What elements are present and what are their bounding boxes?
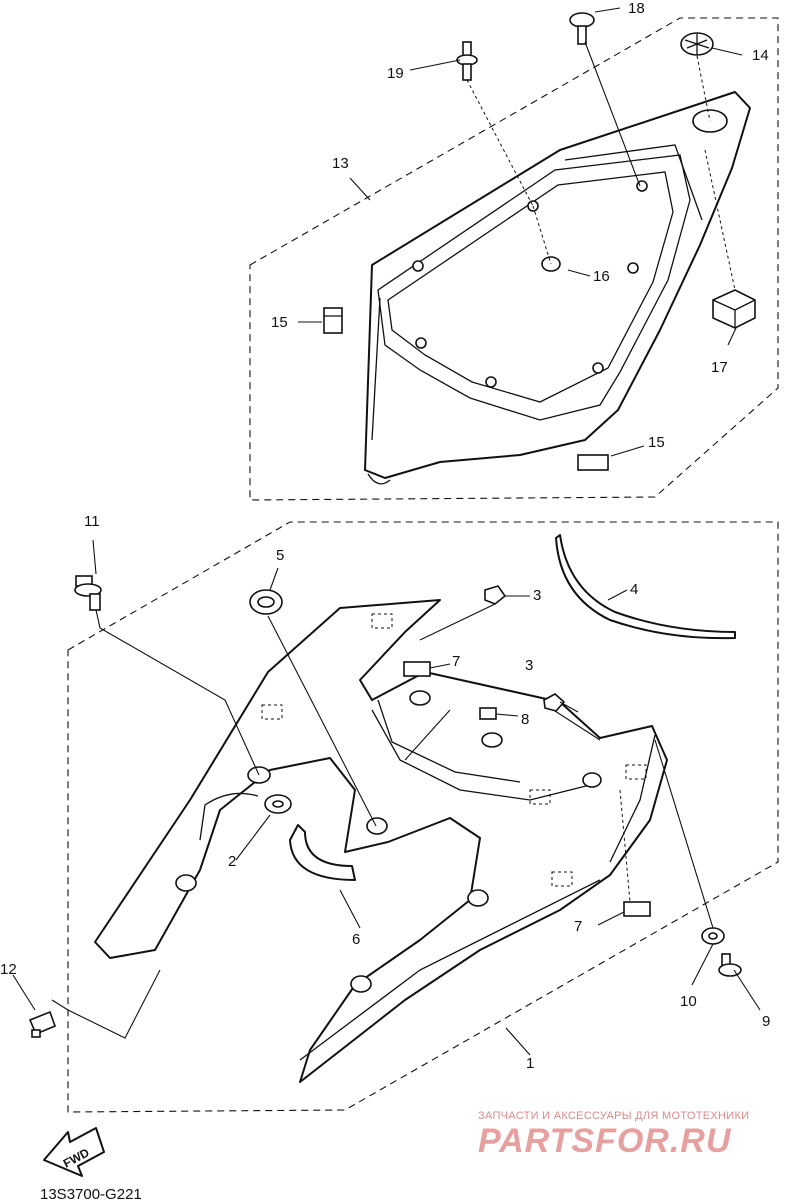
callout-5: 5: [276, 547, 284, 564]
trim-strip-4: [555, 534, 736, 640]
callout-15-lower: 15: [648, 434, 665, 451]
nut-3-lower: [543, 693, 566, 712]
callout-2: 2: [228, 853, 236, 870]
assembly-13-frame: [249, 17, 779, 501]
diagram-code: 13S3700-G221: [40, 1186, 142, 1203]
screw-18: [569, 12, 595, 45]
callout-14: 14: [752, 47, 769, 64]
callout-4: 4: [630, 581, 638, 598]
collar-2: [264, 794, 292, 814]
collar-10: [701, 927, 725, 945]
callout-7-upper: 7: [452, 653, 460, 670]
callout-8: 8: [521, 711, 529, 728]
damper-15-upper: [323, 307, 343, 334]
callout-16: 16: [593, 268, 610, 285]
callout-18: 18: [628, 0, 645, 17]
screw-9: [718, 953, 742, 977]
callout-3-upper: 3: [533, 587, 541, 604]
fwd-arrow: FWD: [43, 1127, 105, 1177]
seat-cowling: [364, 91, 751, 485]
assembly-1-frame: [67, 521, 779, 1113]
callout-7-lower: 7: [574, 918, 582, 935]
callout-10: 10: [680, 993, 697, 1010]
nut-3-upper: [484, 585, 507, 605]
callout-12: 12: [0, 961, 17, 978]
damper-8: [479, 707, 497, 720]
callout-3-lower: 3: [525, 657, 533, 674]
callout-6: 6: [352, 931, 360, 948]
watermark-caption: ЗАПЧАСТИ И АКСЕССУАРЫ ДЛЯ МОТОТЕХНИКИ: [478, 1110, 750, 1122]
grommet-5: [249, 589, 283, 615]
watermark-logo-text: PARTSFOR.RU: [478, 1122, 732, 1160]
callout-15-upper: 15: [271, 314, 288, 331]
watermark-logo: PARTSFOR.RU: [478, 1122, 732, 1160]
rivet-12: [28, 1010, 57, 1038]
callout-9: 9: [762, 1013, 770, 1030]
callout-17: 17: [711, 359, 728, 376]
side-cover: [94, 599, 668, 1083]
bracket-6: [289, 824, 356, 881]
damper-7-upper: [403, 661, 431, 677]
callout-19: 19: [387, 65, 404, 82]
callout-11: 11: [84, 513, 100, 530]
grommet-14: [680, 32, 714, 56]
bolt-19: [456, 41, 478, 81]
damper-7-lower: [623, 901, 651, 917]
screw-11: [74, 575, 102, 611]
damper-15-lower: [577, 454, 609, 471]
damper-17: [712, 289, 756, 329]
callout-13: 13: [332, 155, 349, 172]
callout-1: 1: [526, 1055, 534, 1072]
